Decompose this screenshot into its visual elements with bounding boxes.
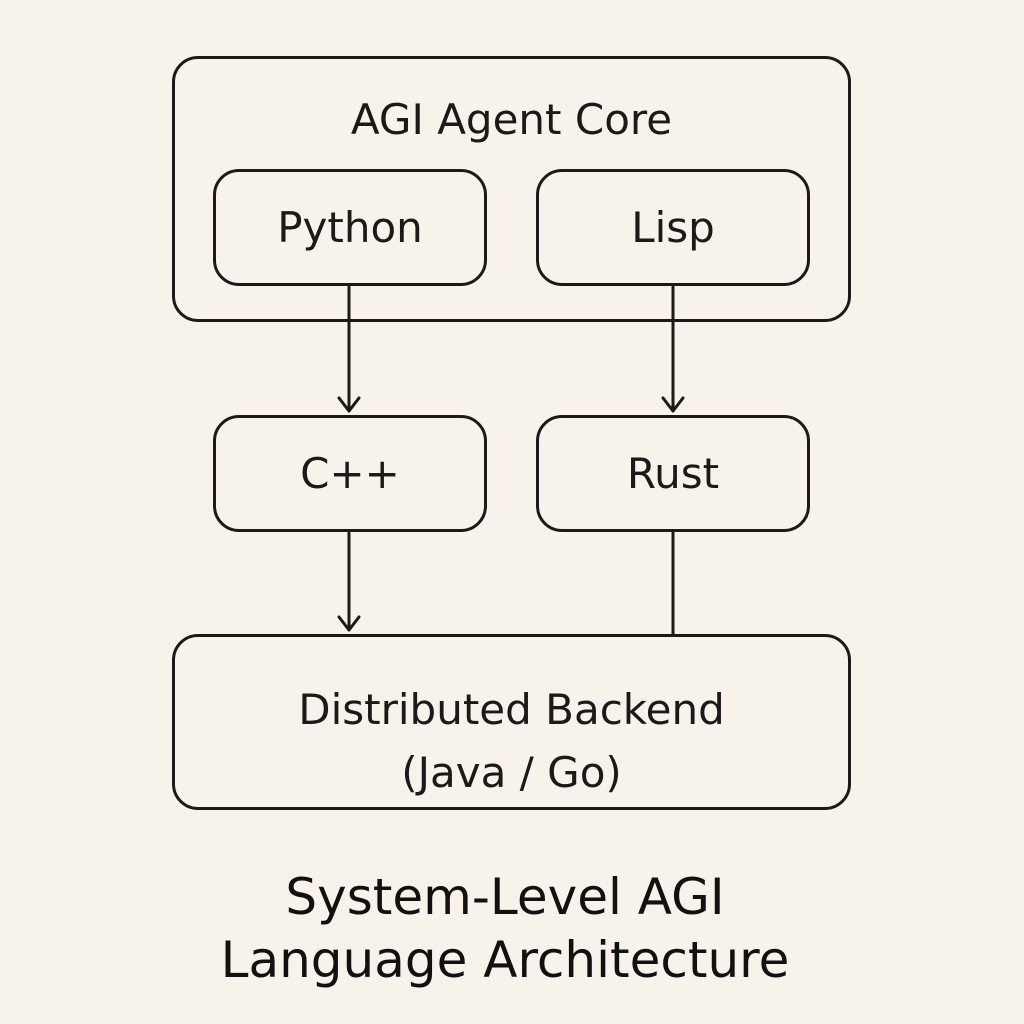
cpp-label: C++ — [300, 448, 400, 498]
rust-label: Rust — [626, 448, 720, 498]
python-box: Python — [213, 169, 487, 286]
diagram-caption-line1: System-Level AGI — [285, 868, 725, 926]
python-label: Python — [277, 202, 423, 252]
rust-box: Rust — [536, 415, 810, 532]
lisp-label: Lisp — [631, 202, 715, 252]
agi-agent-core-label: AGI Agent Core — [350, 95, 673, 144]
distributed-backend-box: Distributed Backend (Java / Go) — [172, 634, 851, 810]
diagram-caption-line2: Language Architecture — [220, 931, 790, 989]
cpp-box: C++ — [213, 415, 487, 532]
edge-cpp-to-backend-arrowhead — [337, 615, 361, 632]
lisp-box: Lisp — [536, 169, 810, 286]
agi-agent-core-box: AGI Agent Core — [172, 56, 851, 322]
edge-lisp-to-rust-arrowhead — [661, 396, 685, 413]
edge-cpp-to-backend — [337, 531, 361, 632]
distributed-backend-label: Distributed Backend — [298, 685, 725, 734]
distributed-backend-sublabel: (Java / Go) — [401, 748, 622, 797]
edge-python-to-cpp-arrowhead — [337, 396, 361, 413]
